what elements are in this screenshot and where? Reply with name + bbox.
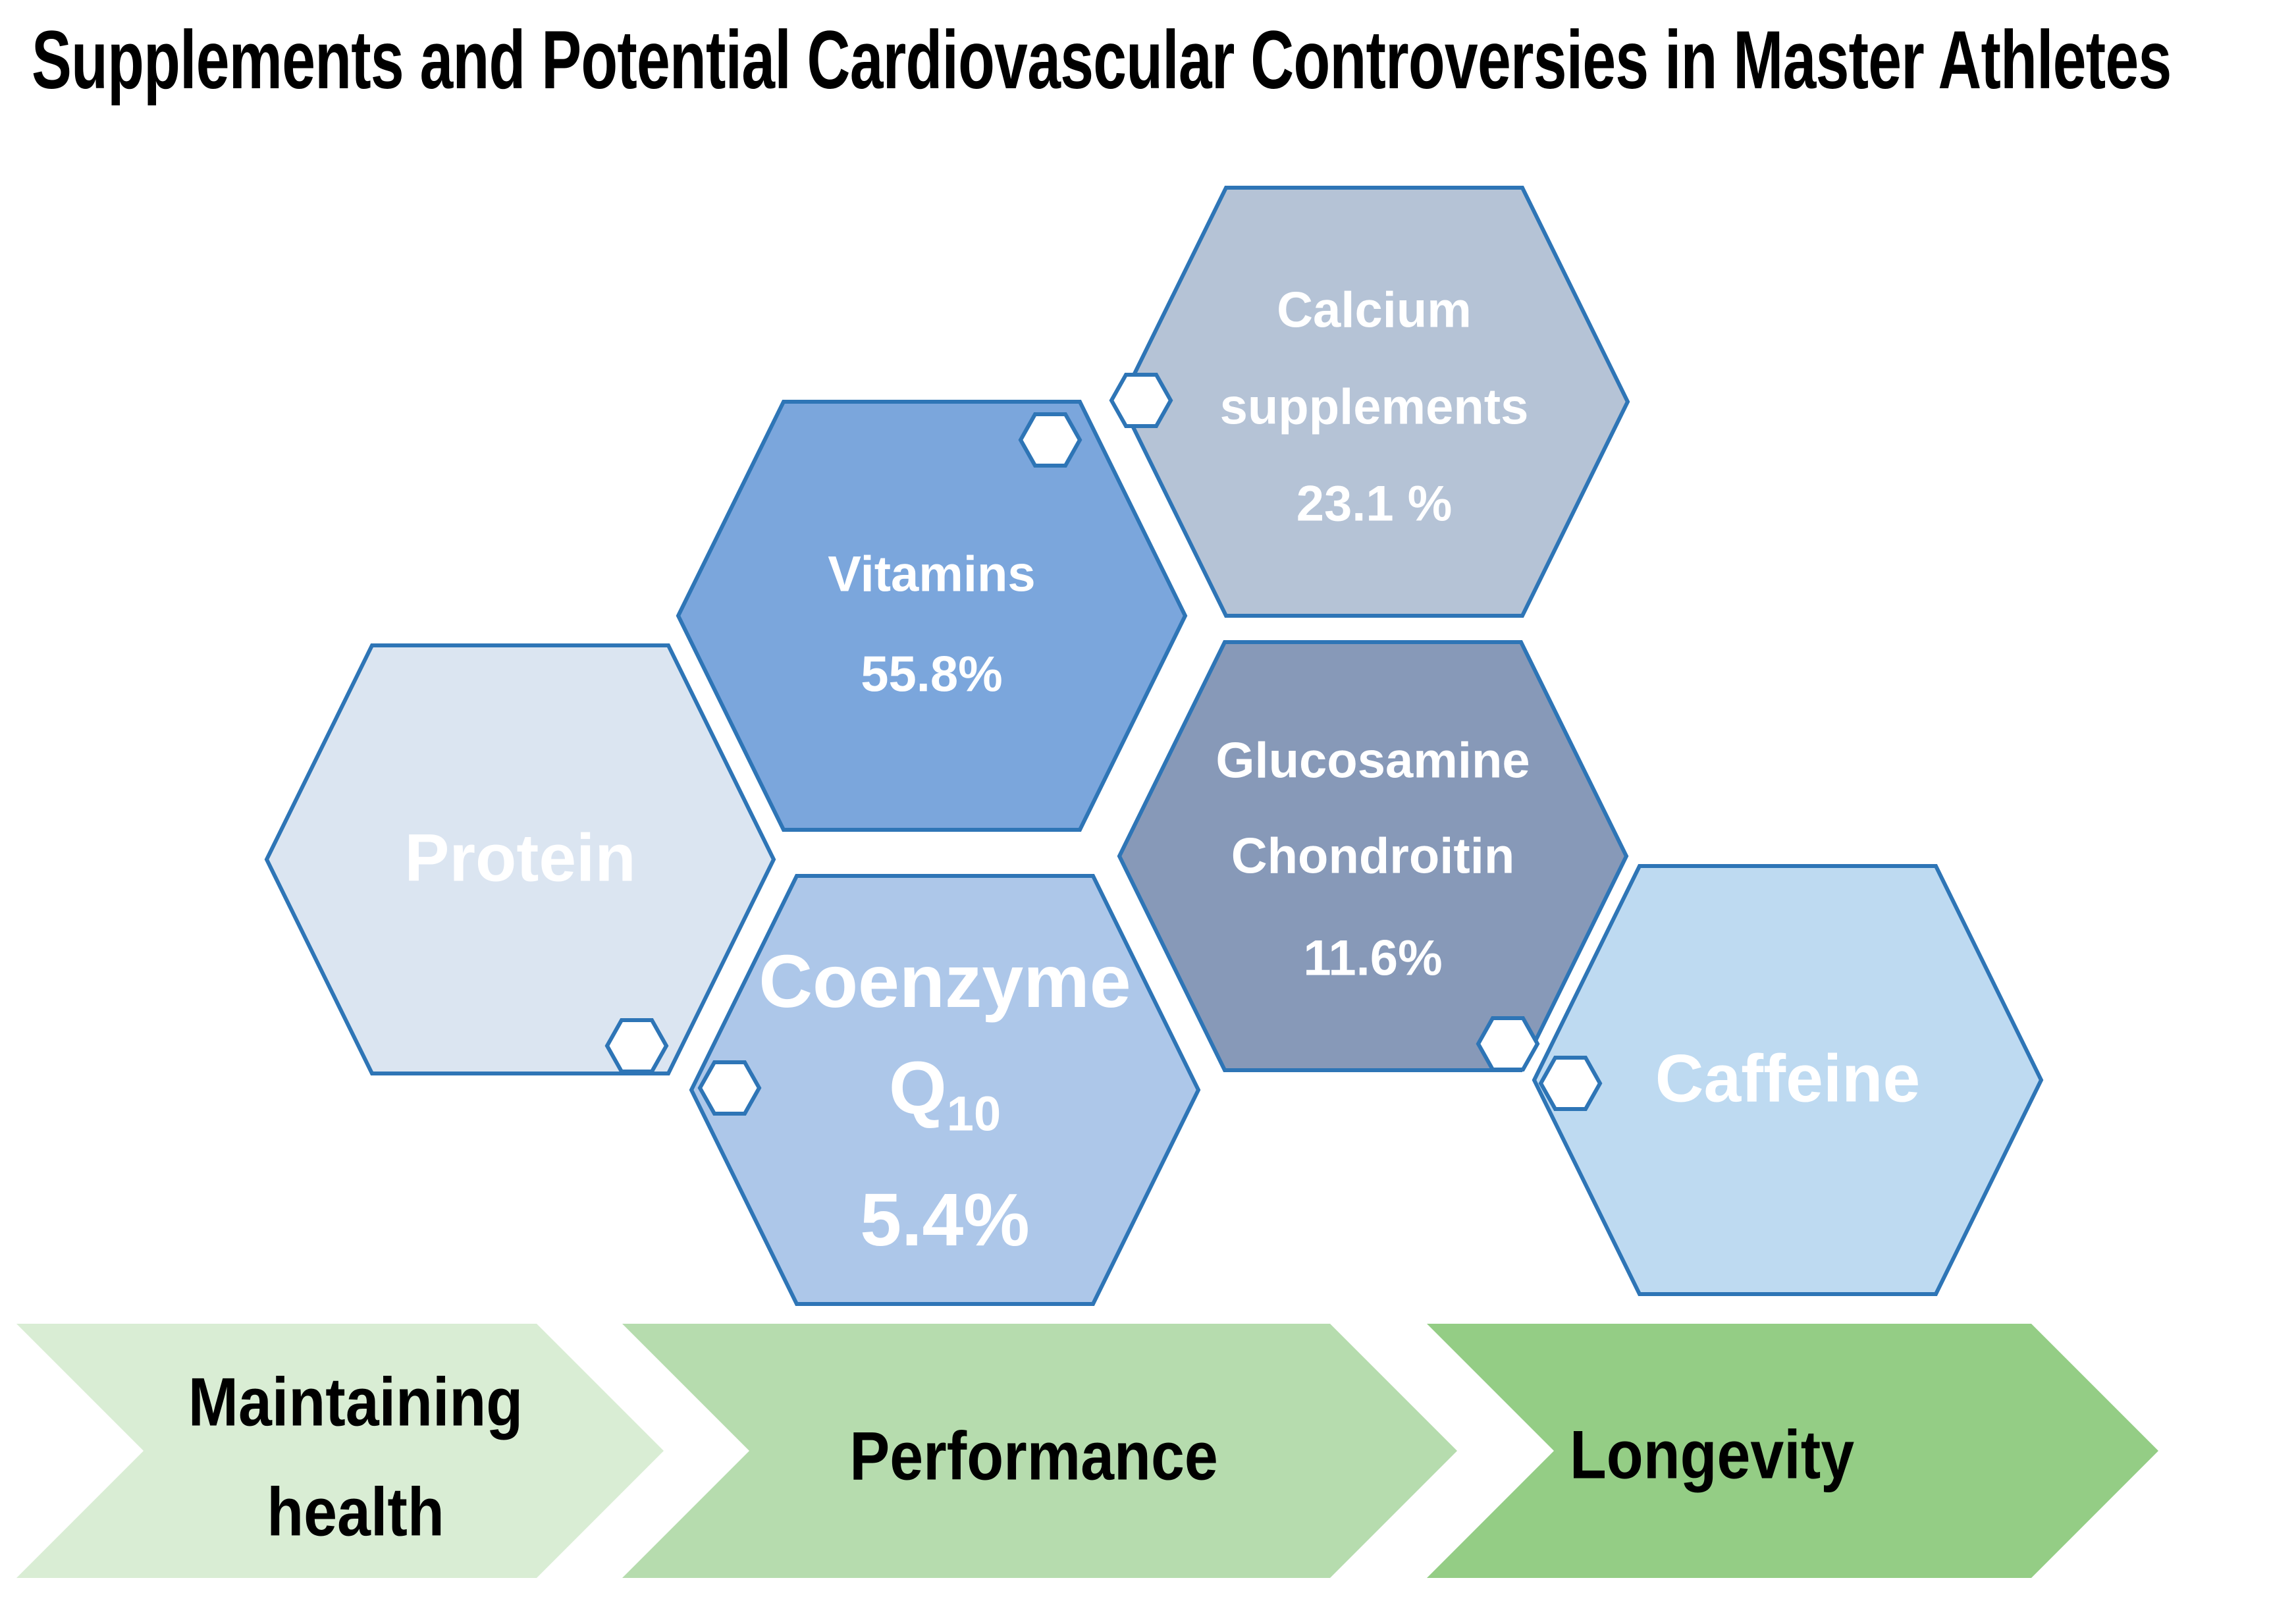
stage-arrow-longevity [1427,1324,2158,1578]
hexagon-label-protein: Protein [404,820,636,896]
mini-hexagon-icon [1018,412,1082,468]
stage-arrow-maintaining-health [16,1324,664,1578]
hexagon-label-calcium-line2: supplements [1219,379,1529,435]
hexagon-caffeine [1532,864,2044,1296]
hexagon-label-coenzyme-q: Q10 [889,1045,1001,1142]
coenzyme-q-letter: Q [888,1046,947,1129]
hexagon-label-vitamins: Vitamins [828,546,1036,603]
hexagon-value-vitamins: 55.8% [861,646,1003,703]
hexagon-label-chondroitin: Chondroitin [1231,828,1515,884]
hexagon-label-caffeine: Caffeine [1655,1041,1921,1116]
hexagon-vitamins [676,400,1188,832]
coenzyme-q-subscript: 10 [946,1086,1001,1141]
stage-arrow-performance [622,1324,1457,1578]
stage-label-longevity: Longevity [1569,1417,1855,1494]
stage-label-maintaining: Maintaining [188,1364,523,1441]
hexagon-protein [264,643,776,1075]
stage-label-performance: Performance [849,1418,1218,1495]
mini-hexagon-icon [697,1060,762,1116]
mini-hexagon-icon [1109,373,1173,428]
hexagon-label-calcium-line1: Calcium [1277,282,1472,339]
hexagon-label-coenzyme: Coenzyme [759,940,1131,1023]
hexagon-value-glucosamine: 11.6% [1303,930,1443,987]
mini-hexagon-icon [1476,1016,1540,1072]
mini-hexagon-icon [1538,1056,1603,1111]
hexagon-value-calcium: 23.1 % [1296,475,1453,532]
mini-hexagon-icon [604,1018,669,1073]
hexagon-coenzyme-q10 [689,874,1201,1306]
page-title: Supplements and Potential Cardiovascular… [32,14,2172,106]
hexagon-label-glucosamine: Glucosamine [1215,732,1530,789]
hexagon-value-coenzyme: 5.4% [860,1178,1030,1261]
stage-label-health: health [267,1474,444,1551]
